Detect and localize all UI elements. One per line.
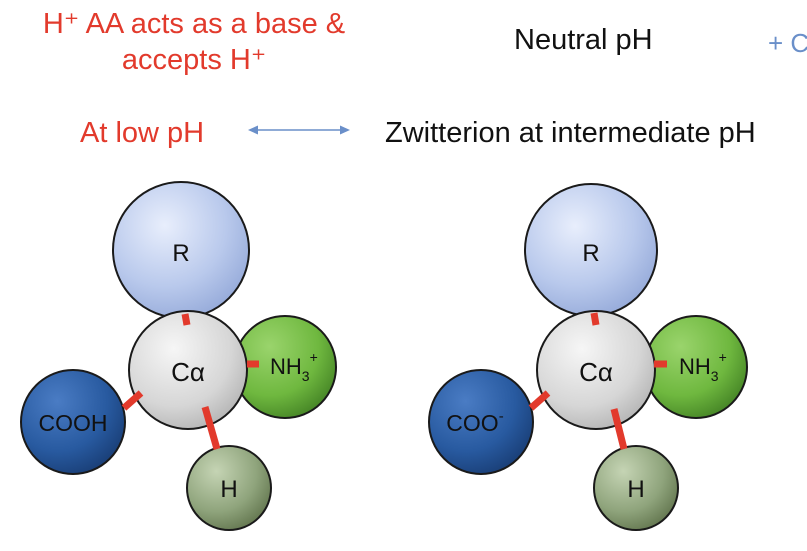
calpha-circle [536, 310, 656, 430]
amino-label-sup: + [310, 349, 318, 365]
hydrogen-bond [201, 406, 221, 450]
amino-label-sub: 3 [711, 368, 719, 384]
amino-label: NH3+ [679, 349, 727, 384]
carboxyl-bond [528, 390, 551, 411]
hydrogen-label: H [627, 476, 644, 503]
double-arrow-icon [248, 125, 350, 135]
neutral-ph-caption: Neutral pH [514, 24, 653, 56]
low-ph-caption: At low pH [80, 117, 205, 149]
r-label: R [582, 240, 599, 267]
calpha-circle [128, 310, 248, 430]
zwitterion-caption: Zwitterion at intermediate pH [385, 117, 756, 149]
r-bond [181, 313, 191, 326]
base-caption: H⁺ AA acts as a base & accepts H⁺ [14, 6, 374, 78]
carboxyl-label: COOH [39, 410, 108, 436]
carboxyl-label: COO- [446, 408, 503, 436]
calpha-label: Cα [579, 357, 613, 387]
amino-label-sub: 3 [302, 368, 310, 384]
plus-caption-partial: + C [768, 28, 807, 58]
carboxyl-label-main: COO [446, 410, 498, 436]
hydrogen-circle [593, 445, 679, 531]
r-label: R [172, 240, 189, 267]
hydrogen-bond [610, 408, 628, 450]
base-caption-line2: accepts H⁺ [121, 44, 267, 76]
amino-label: NH3+ [270, 349, 318, 384]
carboxyl-label-sup: - [499, 408, 504, 425]
carboxyl-group-circle [428, 369, 534, 475]
amino-label-sup: + [719, 349, 727, 365]
base-caption-line1: H⁺ AA acts as a base & [42, 8, 346, 40]
carboxyl-bond [121, 390, 144, 411]
hydrogen-circle [186, 445, 272, 531]
amino-label-main: NH [679, 354, 711, 379]
zwitterion-molecule: R Cα NH3+ COO- H [428, 183, 748, 531]
low-ph-molecule: R Cα NH3+ COOH H [20, 181, 337, 531]
amino-label-main: NH [270, 354, 302, 379]
carboxyl-group-circle [20, 369, 126, 475]
r-bond [590, 312, 600, 326]
calpha-label: Cα [171, 357, 205, 387]
hydrogen-label: H [220, 476, 237, 503]
